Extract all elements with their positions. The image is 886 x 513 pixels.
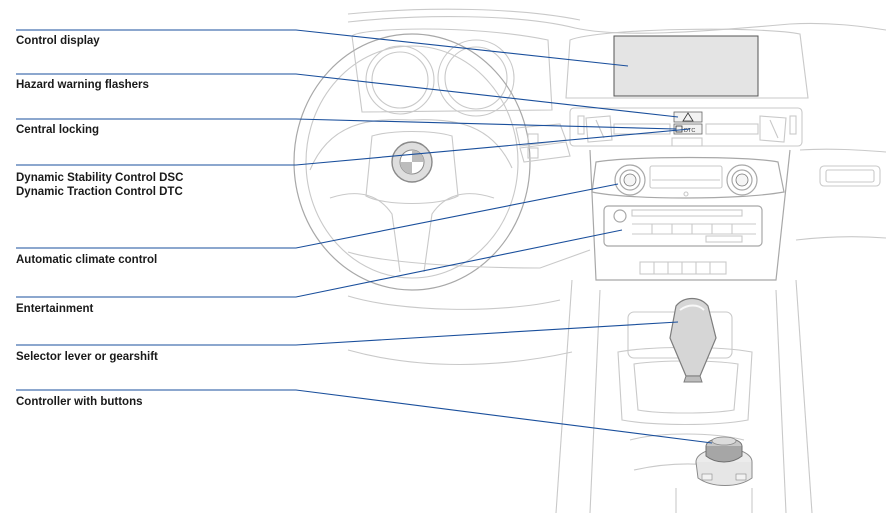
climate-knobs	[623, 173, 749, 187]
hazard-triangle-icon	[682, 112, 694, 122]
label-dsc-dtc: Dynamic Stability Control DSC Dynamic Tr…	[16, 171, 183, 199]
selector-lever	[669, 297, 717, 383]
leader-entertainment	[16, 229, 623, 298]
leader-central-locking	[16, 118, 677, 130]
bmw-roundel-logo	[391, 141, 433, 183]
leader-control-display	[16, 29, 629, 67]
leader-dsc-dtc	[16, 128, 691, 166]
leader-hazard-warning-flashers	[16, 73, 679, 118]
leader-selector-lever	[16, 321, 679, 346]
control-display-screen	[613, 35, 759, 97]
label-dtc: Dynamic Traction Control DTC	[16, 186, 183, 198]
dashboard-line-art	[293, 8, 886, 513]
label-control-display: Control display	[16, 35, 100, 47]
leader-lines	[16, 29, 713, 444]
controller-knob	[695, 436, 753, 486]
dtc-button-label: DTC	[684, 128, 695, 134]
label-entertainment: Entertainment	[16, 303, 94, 315]
label-dsc: Dynamic Stability Control DSC	[16, 172, 184, 184]
label-automatic-climate-control: Automatic climate control	[16, 254, 158, 266]
center-buttons: DTC	[673, 111, 703, 135]
leader-controller	[16, 389, 713, 444]
label-controller: Controller with buttons	[16, 396, 143, 408]
leader-automatic-climate-control	[16, 183, 619, 249]
label-hazard-warning-flashers: Hazard warning flashers	[16, 79, 149, 91]
label-selector-lever: Selector lever or gearshift	[16, 351, 158, 363]
label-central-locking: Central locking	[16, 124, 100, 136]
